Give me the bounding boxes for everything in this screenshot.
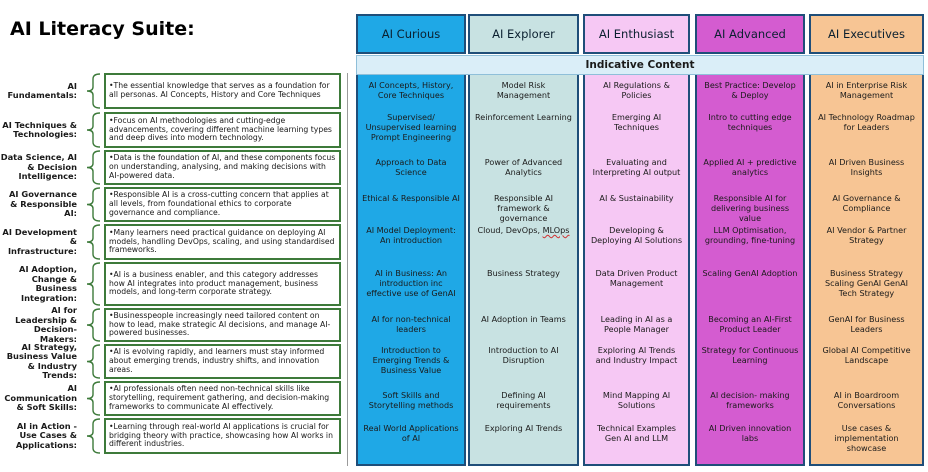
content-cell: LLM Optimisation, grounding, fine-tuning	[704, 225, 796, 245]
content-cell: AI Technology Roadmap for Leaders	[818, 112, 915, 132]
content-cell: Soft Skills and Storytelling methods	[368, 390, 454, 410]
content-cell: Becoming an AI-First Product Leader	[708, 314, 792, 334]
content-cell: AI Vendor & Partner Strategy	[826, 225, 907, 245]
content-cell: AI in Boardroom Conversations	[833, 390, 900, 410]
category-label: Data Science, AI & Decision Intelligence…	[0, 152, 77, 182]
content-cell: Introduction to AI Disruption	[488, 345, 559, 365]
brace-icon	[86, 224, 101, 260]
content-cell: AI Adoption in Teams	[481, 314, 566, 324]
content-cell: AI decision- making frameworks	[710, 390, 790, 410]
column-header-advanced: AI Advanced	[695, 14, 805, 54]
content-cell: Approach to Data Science	[375, 157, 447, 177]
content-cell: Leading in AI as a People Manager	[600, 314, 673, 334]
content-cell: Intro to cutting edge techniques	[708, 112, 792, 132]
category-label: AI Development & Infrastructure:	[2, 226, 77, 256]
content-cell: AI in Enterprise Risk Management	[825, 80, 908, 100]
divider-line	[347, 73, 348, 466]
brace-icon	[86, 187, 101, 222]
content-cell: Developing & Deploying AI Solutions	[590, 225, 683, 245]
content-cell: GenAI for Business Leaders	[828, 314, 905, 334]
content-cell: AI in Business: An introduction inc effe…	[366, 268, 456, 298]
content-cell: Evaluating and Interpreting AI output	[592, 157, 681, 177]
content-cell: Power of Advanced Analytics	[484, 157, 563, 177]
category-description: •Learning through real-world AI applicat…	[104, 418, 341, 454]
content-cell: Defining AI requirements	[496, 390, 551, 410]
content-cell: AI Regulations & Policies	[603, 80, 670, 100]
content-cell: Supervised/ Unsupervised learning Prompt…	[365, 112, 457, 142]
category-description: •Businesspeople increasingly need tailor…	[104, 308, 341, 342]
category-label: AI Techniques & Technologies:	[2, 119, 77, 139]
category-label: AI Fundamentals:	[7, 80, 77, 100]
category-label: AI Strategy, Business Value & Industry T…	[6, 341, 77, 380]
content-cell: AI Concepts, History, Core Techniques	[368, 80, 454, 100]
column-header-executives: AI Executives	[809, 14, 924, 54]
content-cell: AI & Sustainability	[599, 193, 674, 203]
content-cell: Emerging AI Techniques	[611, 112, 662, 132]
brace-icon	[86, 262, 101, 306]
brace-icon	[86, 150, 101, 185]
brace-icon	[86, 112, 101, 148]
content-cell: Data Driven Product Management	[595, 268, 678, 288]
category-label: AI Adoption, Change & Business Integrati…	[19, 264, 77, 303]
content-cell: AI Model Deployment: An introduction	[366, 225, 456, 245]
content-cell: AI Driven Business Insights	[828, 157, 905, 177]
column-body-executives: AI in Enterprise Risk Management AI Techn…	[809, 74, 924, 466]
content-cell: Model Risk Management	[496, 80, 551, 100]
brace-icon	[86, 344, 101, 379]
content-cell: Responsible AI framework & governance	[493, 193, 553, 223]
content-cell: Real World Applications of AI	[363, 423, 459, 443]
category-description: •Many learners need practical guidance o…	[104, 224, 341, 260]
category-description: •AI professionals often need non-technic…	[104, 381, 341, 416]
content-cell: Technical Examples Gen AI and LLM	[596, 423, 677, 443]
content-cell: Global AI Competitive Landscape	[822, 345, 911, 365]
content-cell: Ethical & Responsible AI	[362, 193, 460, 203]
content-cell: Reinforcement Learning	[475, 112, 572, 122]
category-description: •The essential knowledge that serves as …	[104, 73, 341, 109]
brace-icon	[86, 418, 101, 454]
content-cell: Cloud, DevOps, MLOps	[470, 225, 577, 235]
content-cell: Strategy for Continuous Learning	[701, 345, 799, 365]
category-label: AI Governance & Responsible AI:	[9, 189, 77, 219]
content-cell: AI Governance & Compliance	[832, 193, 901, 213]
content-cell: Use cases & implementation showcase	[834, 423, 899, 453]
content-cell: Responsible AI for delivering business v…	[710, 193, 790, 223]
category-description: •Responsible AI is a cross-cutting conce…	[104, 187, 341, 222]
content-cell: Applied AI + predictive analytics	[703, 157, 797, 177]
category-label: AI in Action - Use Cases & Applications:	[15, 420, 77, 450]
content-cell: AI Driven innovation labs	[708, 423, 792, 443]
content-cell: Mind Mapping AI Solutions	[602, 390, 671, 410]
content-cell: Introduction to Emerging Trends & Busine…	[372, 345, 450, 375]
content-cell: AI for non-technical leaders	[371, 314, 451, 334]
category-label: AI Communication & Soft Skills:	[4, 383, 77, 413]
category-label: AI for Leadership & Decision-Makers:	[15, 305, 77, 344]
column-header-explorer: AI Explorer	[468, 14, 579, 54]
category-description: •Data is the foundation of AI, and these…	[104, 150, 341, 185]
content-cell: Scaling GenAI Adoption	[702, 268, 798, 278]
content-cell: Exploring AI Trends	[484, 423, 563, 433]
category-description: •AI is a business enabler, and this cate…	[104, 262, 341, 306]
brace-icon	[86, 381, 101, 416]
content-cell-text: Cloud, DevOps, MLOps	[477, 225, 570, 235]
content-cell: Business Strategy Scaling GenAI GenAI Te…	[824, 268, 909, 298]
page-title: AI Literacy Suite:	[10, 18, 195, 40]
category-description: •AI is evolving rapidly, and learners mu…	[104, 344, 341, 379]
content-cell: Best Practice: Develop & Deploy	[704, 80, 796, 100]
column-header-enthusiast: AI Enthusiast	[583, 14, 690, 54]
column-header-curious: AI Curious	[356, 14, 466, 54]
brace-icon	[86, 308, 101, 342]
brace-icon	[86, 73, 101, 109]
content-cell: Business Strategy	[487, 268, 560, 278]
indicative-content-banner: Indicative Content	[356, 55, 924, 75]
category-description: •Focus on AI methodologies and cutting-e…	[104, 112, 341, 148]
content-cell: Exploring AI Trends and Industry Impact	[595, 345, 678, 365]
